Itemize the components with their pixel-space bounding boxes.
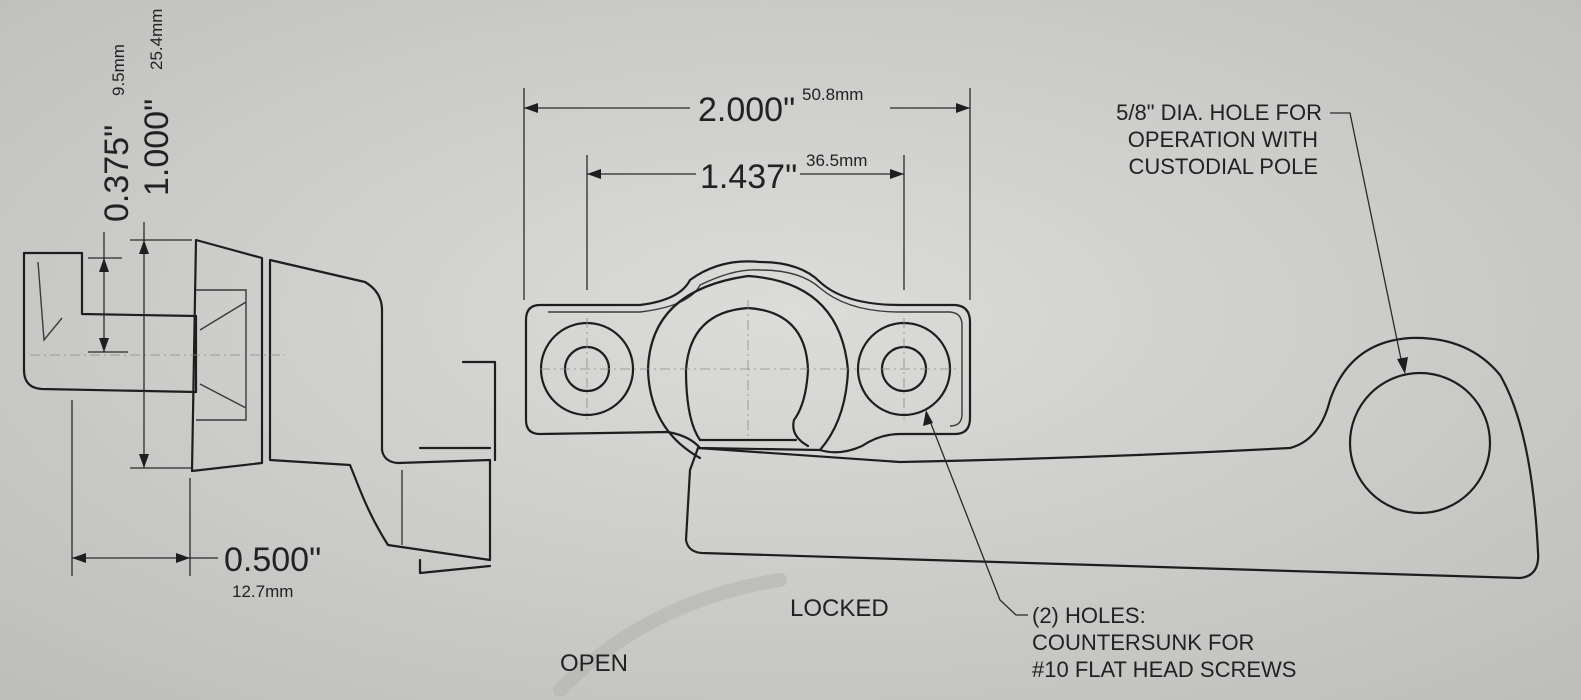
arrow-height-top — [139, 240, 149, 254]
side-view — [22, 238, 497, 575]
side-view-collar — [190, 238, 264, 473]
label-side-height-metric: 25.4mm — [147, 9, 166, 70]
base-plate-inner-edge — [548, 269, 963, 427]
label-hook-depth-metric: 9.5mm — [109, 44, 128, 96]
leader-pole-hole — [1330, 112, 1403, 365]
side-view-arm — [268, 258, 492, 562]
arrow-width-left — [72, 553, 86, 563]
label-side-height: 1.000" — [138, 99, 176, 196]
side-view-hook-inner — [37, 261, 63, 342]
base-plate — [524, 260, 972, 454]
arrow-hook-top — [99, 258, 109, 272]
arrow-width-right — [176, 553, 190, 563]
label-overall-width-metric: 50.8mm — [802, 85, 863, 104]
arrow-overall-right — [956, 103, 970, 113]
label-overall-width: 2.000" — [698, 91, 795, 129]
note-pole-hole-line-2: OPERATION WITH — [1128, 127, 1318, 152]
label-hole-spacing: 1.437" — [700, 158, 797, 196]
note-screw-holes-line-2: COUNTERSUNK FOR — [1032, 630, 1254, 655]
arrow-overall-left — [524, 103, 538, 113]
label-hole-spacing-metric: 36.5mm — [806, 151, 867, 170]
leader-screw-holes — [927, 415, 1028, 616]
note-screw-holes-line-1: (2) HOLES: — [1032, 603, 1146, 628]
label-side-width-metric: 12.7mm — [232, 582, 293, 601]
note-pole-hole: 5/8" DIA. HOLE FOR OPERATION WITH CUSTOD… — [1116, 100, 1408, 374]
leader-pole-hole-arrow — [1397, 357, 1408, 374]
paper-smudge — [553, 573, 787, 697]
state-locked-label: LOCKED — [790, 595, 889, 622]
note-pole-hole-line-1: 5/8" DIA. HOLE FOR — [1116, 100, 1322, 125]
label-hook-depth: 0.375" — [98, 125, 136, 222]
lever-arm — [684, 336, 1540, 580]
side-view-dimensions: 0.375" 9.5mm 1.000" 25.4mm 0.500" 12.7mm — [71, 9, 321, 601]
side-view-collar-threads — [199, 301, 247, 409]
side-view-tab — [461, 360, 497, 462]
top-view-dimensions: 2.000" 50.8mm 1.437" 36.5mm — [523, 85, 971, 300]
arrow-spacing-right — [890, 169, 904, 179]
arrow-spacing-left — [587, 169, 601, 179]
note-screw-holes-line-3: #10 FLAT HEAD SCREWS — [1032, 657, 1296, 682]
top-view — [524, 260, 1540, 580]
label-side-width: 0.500" — [224, 541, 321, 579]
pole-hole — [1348, 371, 1492, 515]
arrow-height-bottom — [139, 454, 149, 468]
arrow-hook-bottom — [99, 338, 109, 352]
leader-screw-holes-arrow — [923, 410, 933, 426]
top-view-centerlines — [540, 300, 960, 440]
side-view-hook — [22, 251, 198, 394]
state-open-label: OPEN — [560, 650, 628, 677]
note-screw-holes: (2) HOLES: COUNTERSUNK FOR #10 FLAT HEAD… — [923, 410, 1296, 682]
side-view-tab-edges — [418, 446, 492, 575]
cam-ring-outer — [646, 274, 850, 460]
note-pole-hole-line-3: CUSTODIAL POLE — [1128, 154, 1318, 179]
cam-ring-inner — [684, 306, 810, 448]
